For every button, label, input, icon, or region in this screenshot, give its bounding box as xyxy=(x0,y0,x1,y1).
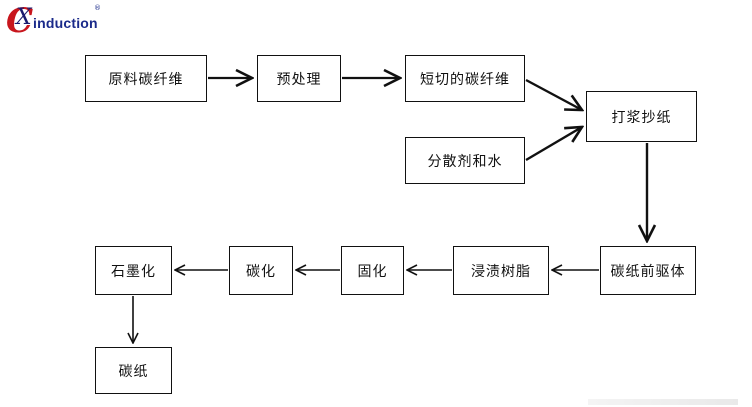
logo-mark-c: C xyxy=(6,1,34,41)
node-graphitization: 石墨化 xyxy=(95,246,172,295)
logo: C X induction ® xyxy=(6,2,106,40)
node-carbonization: 碳化 xyxy=(229,246,293,295)
arrow-dispersant-to-pulping xyxy=(525,127,582,162)
node-carbon-paper: 碳纸 xyxy=(95,347,172,394)
logo-wordmark: induction xyxy=(33,15,98,31)
arrow-chopped-to-pulping xyxy=(525,78,582,110)
watermark-strip xyxy=(588,399,738,405)
registered-mark: ® xyxy=(94,4,101,12)
node-curing: 固化 xyxy=(341,246,404,295)
node-resin-impregnation: 浸渍树脂 xyxy=(453,246,549,295)
node-raw-carbon-fiber: 原料碳纤维 xyxy=(85,55,207,102)
node-dispersant-and-water: 分散剂和水 xyxy=(405,137,525,184)
node-carbon-paper-precursor: 碳纸前驱体 xyxy=(600,246,696,295)
logo-mark-x: X xyxy=(16,5,32,30)
node-chopped-carbon-fiber: 短切的碳纤维 xyxy=(405,55,525,102)
node-pulping-papermaking: 打浆抄纸 xyxy=(586,91,697,142)
node-pretreatment: 预处理 xyxy=(257,55,341,102)
